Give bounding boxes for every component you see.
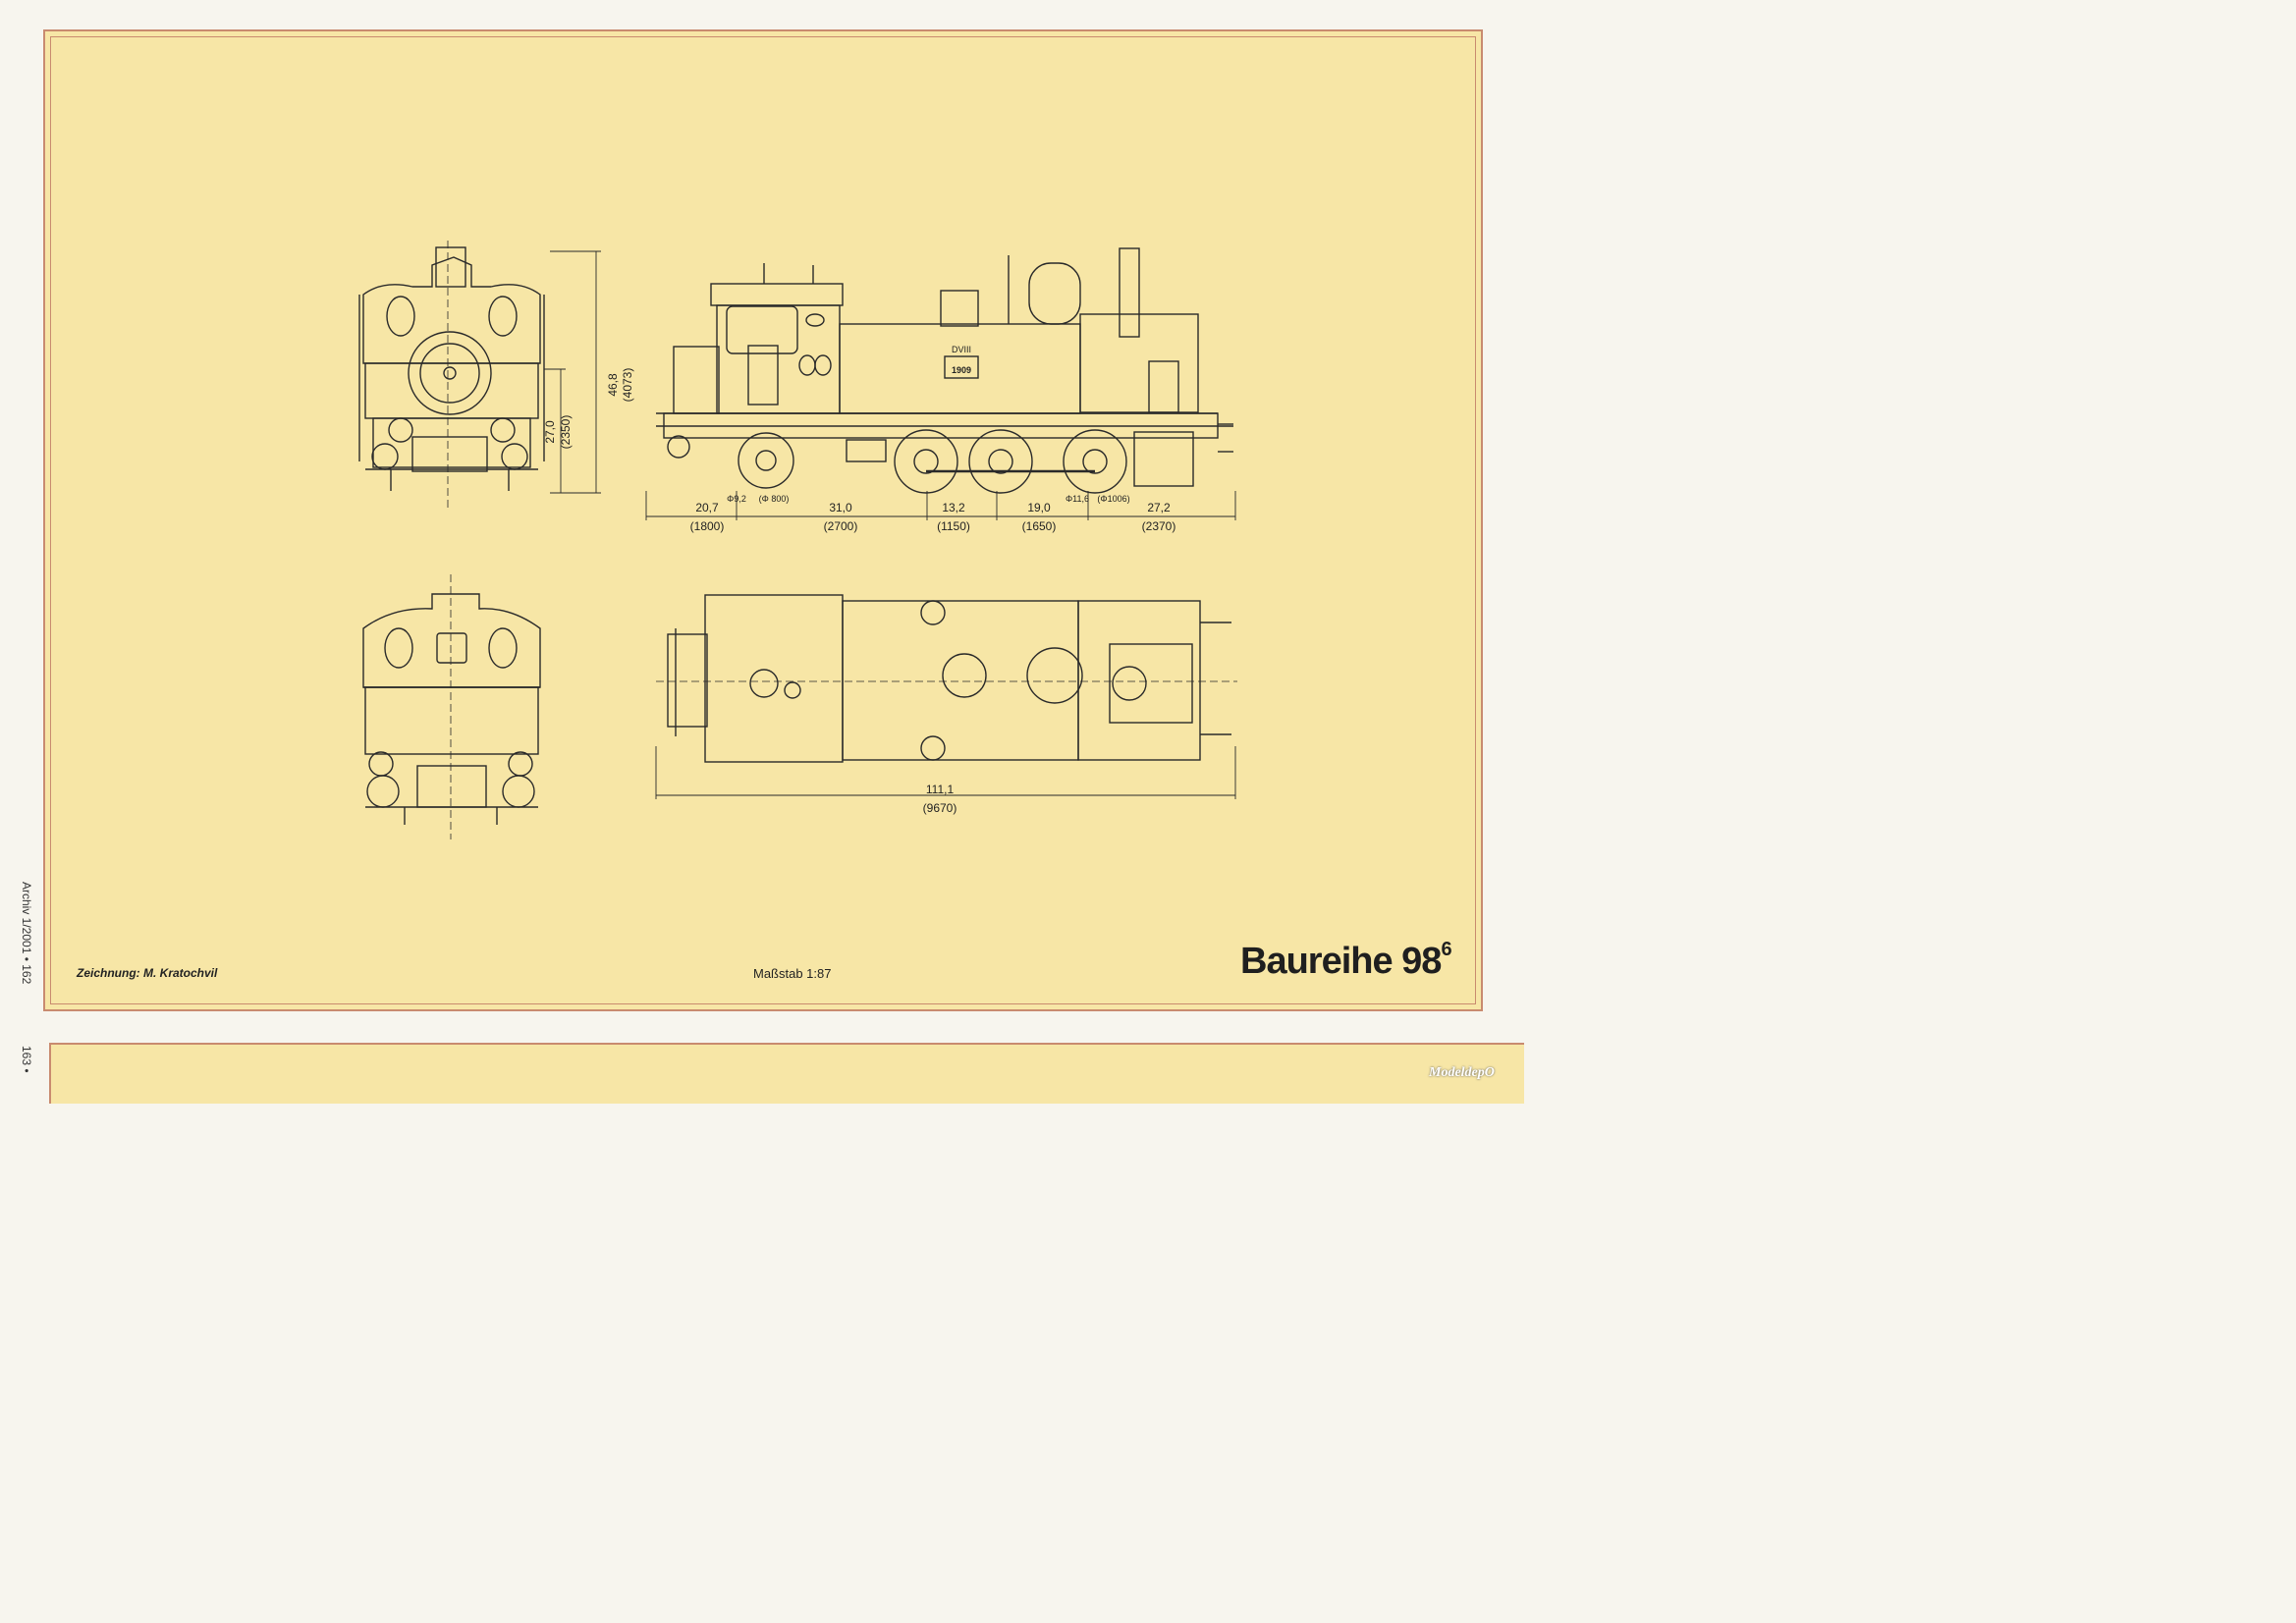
plan-cab: [704, 594, 844, 763]
driving-wheel-1: [894, 429, 958, 494]
front-height-label: 46,8: [606, 373, 620, 397]
watermark: ModeldepO: [1429, 1065, 1495, 1080]
side-dimension-lines: [645, 491, 1236, 520]
cylinder: [1133, 431, 1194, 487]
driving-wheel-3: [1063, 429, 1127, 494]
steam-dome: [1028, 262, 1081, 325]
loco-lettering: DVIII: [952, 345, 971, 354]
bunker: [673, 346, 720, 414]
plan-tank: [842, 600, 1079, 761]
axle-height-mm-label: (2350): [559, 415, 573, 450]
rear-wheel: [738, 432, 794, 489]
overall-length-mm-label: (9670): [923, 801, 957, 815]
wheel-large-mm-label: (Φ1006): [1097, 494, 1129, 504]
drawing-credit: Zeichnung: M. Kratochvil: [77, 966, 218, 980]
seg4-mm-label: (1650): [1022, 519, 1057, 533]
cab-roof: [710, 283, 844, 306]
axle-height-label: 27,0: [543, 420, 557, 444]
side-chimney: [1119, 247, 1140, 338]
smokebox-door: [408, 331, 492, 415]
front-chimney: [435, 246, 466, 288]
wheel-large-label: Φ11,6: [1066, 494, 1089, 504]
number-plate: [944, 355, 979, 379]
series-title: Baureihe 986: [1240, 939, 1452, 983]
driving-wheel-2: [968, 429, 1033, 494]
next-page-number: 163 •: [20, 1046, 33, 1073]
plan-dimension-lines: [655, 746, 1236, 799]
sand-dome: [940, 290, 979, 327]
plate-inner-border: [50, 36, 1476, 1004]
plan-view: [656, 594, 1237, 763]
seg5-label: 27,2: [1147, 501, 1171, 514]
seg1-mm-label: (1800): [690, 519, 725, 533]
next-page-edge: [49, 1043, 1524, 1104]
overall-length-label: 111,1: [926, 783, 955, 796]
rear-view: [362, 574, 541, 839]
front-dimension-lines: [544, 250, 601, 494]
plan-dome: [1026, 647, 1083, 704]
drawing-plate: [43, 29, 1483, 1011]
side-view: [656, 247, 1233, 494]
dimension-labels: 46,8 (4073) 27,0 (2350) Φ9,2 (Φ 800) Φ11…: [543, 345, 1175, 815]
wheel-small-mm-label: (Φ 800): [759, 494, 790, 504]
scale-label: Maßstab 1:87: [753, 966, 832, 981]
wheel-small-label: Φ9,2: [727, 494, 746, 504]
smokebox: [1079, 313, 1199, 413]
loco-number: 1909: [952, 365, 971, 375]
seg1-label: 20,7: [695, 501, 719, 514]
locomotive-drawing: 46,8 (4073) 27,0 (2350) Φ9,2 (Φ 800) Φ11…: [358, 241, 1237, 839]
seg4-label: 19,0: [1027, 501, 1051, 514]
series-superscript: 6: [1441, 939, 1451, 961]
front-height-mm-label: (4073): [621, 368, 634, 403]
seg5-mm-label: (2370): [1142, 519, 1176, 533]
seg2-label: 31,0: [829, 501, 852, 514]
seg2-mm-label: (2700): [824, 519, 858, 533]
front-view: [358, 241, 545, 511]
page-reference: Archiv 1/2001 • 162: [20, 882, 33, 985]
seg3-label: 13,2: [942, 501, 965, 514]
seg3-mm-label: (1150): [937, 519, 970, 533]
series-title-text: Baureihe 98: [1240, 941, 1442, 982]
